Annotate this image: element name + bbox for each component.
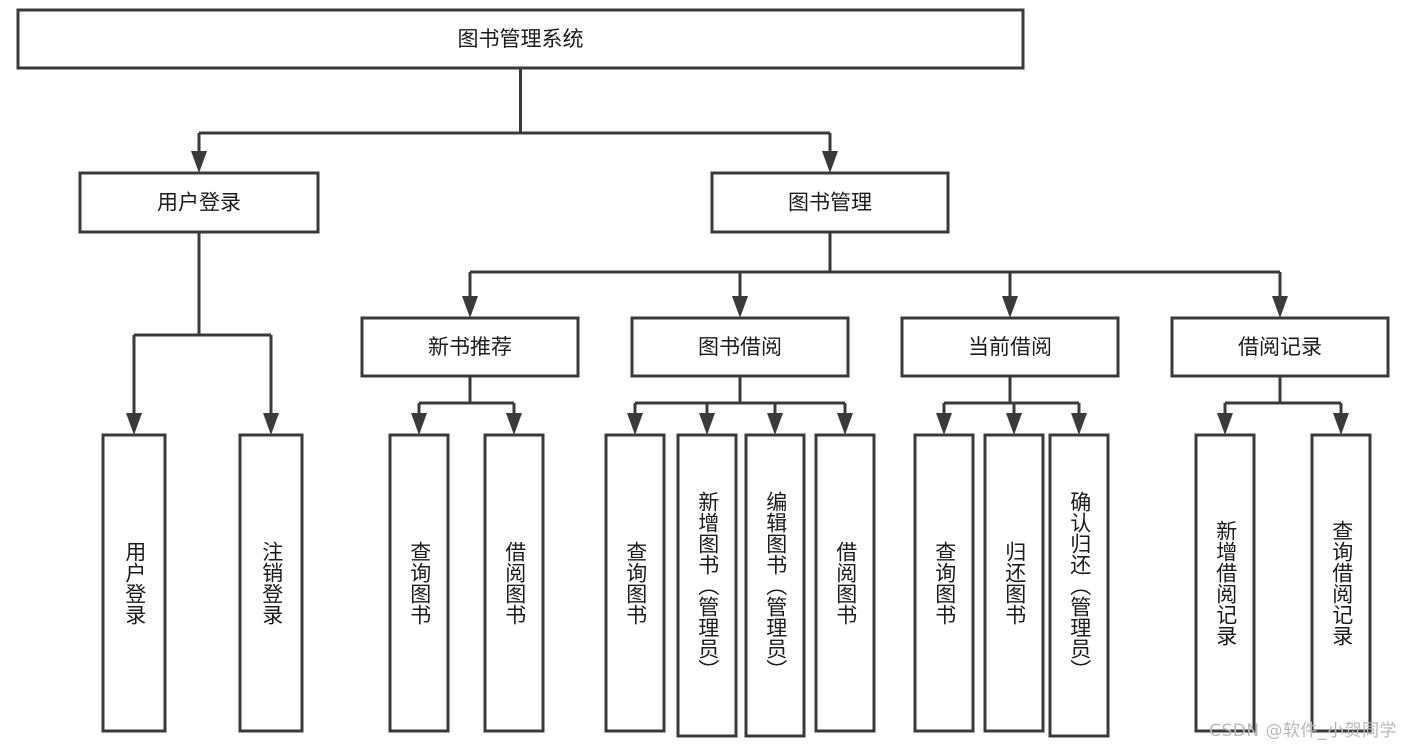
node-rect-leaf-borrow-book-rec[interactable] [483, 433, 545, 733]
edges-layer [126, 68, 1349, 435]
node-leaf-confirm-return[interactable] [1048, 433, 1110, 738]
node-leaf-user-login[interactable] [101, 433, 167, 733]
node-rect-book-manage[interactable] [710, 171, 950, 234]
edge-arrowhead [699, 413, 715, 435]
node-leaf-add-book[interactable] [676, 433, 738, 738]
edge-arrowhead [1333, 413, 1349, 435]
node-new-book-recommend[interactable]: 新书推荐 [360, 316, 580, 378]
edge-arrowhead [126, 413, 142, 435]
node-borrow-record[interactable]: 借阅记录 [1170, 316, 1390, 378]
node-rect-leaf-return-book[interactable] [983, 433, 1045, 733]
edge-arrowhead [263, 413, 279, 435]
edge-arrowhead [767, 413, 783, 435]
node-rect-leaf-user-login[interactable] [101, 433, 167, 733]
node-rect-current-borrow[interactable] [900, 316, 1120, 378]
edge-arrowhead [732, 296, 748, 318]
node-leaf-logout[interactable] [238, 433, 304, 733]
node-label-new-book-recommend: 新书推荐 [428, 335, 512, 359]
edge-arrowhead [1272, 296, 1288, 318]
node-leaf-add-record[interactable] [1194, 433, 1256, 733]
node-rect-leaf-borrow-book[interactable] [814, 433, 876, 733]
node-rect-borrow-record[interactable] [1170, 316, 1390, 378]
node-rect-leaf-query-book-current[interactable] [913, 433, 975, 733]
node-leaf-query-book-rec[interactable] [388, 433, 450, 733]
node-leaf-query-book-current[interactable] [913, 433, 975, 733]
node-label-book-manage: 图书管理 [788, 191, 872, 215]
node-rect-leaf-confirm-return[interactable] [1048, 433, 1110, 738]
node-current-borrow[interactable]: 当前借阅 [900, 316, 1120, 378]
node-leaf-query-record[interactable] [1310, 433, 1372, 733]
node-rect-leaf-query-record[interactable] [1310, 433, 1372, 733]
node-rect-leaf-add-record[interactable] [1194, 433, 1256, 733]
edge-arrowhead [506, 413, 522, 435]
node-label-user-login: 用户登录 [157, 191, 241, 215]
node-rect-new-book-recommend[interactable] [360, 316, 580, 378]
node-rect-root[interactable] [16, 8, 1025, 70]
node-user-login[interactable]: 用户登录 [78, 171, 320, 234]
node-rect-leaf-query-book-borrow[interactable] [604, 433, 666, 733]
node-rect-leaf-query-book-rec[interactable] [388, 433, 450, 733]
node-rect-leaf-edit-book[interactable] [744, 433, 806, 738]
edge-arrowhead [936, 413, 952, 435]
node-rect-user-login[interactable] [78, 171, 320, 234]
edge-arrowhead [1217, 413, 1233, 435]
node-leaf-borrow-book[interactable] [814, 433, 876, 733]
edge-arrowhead [462, 296, 478, 318]
edge-arrowhead [191, 151, 207, 173]
edge-arrowhead [1071, 413, 1087, 435]
node-rect-leaf-add-book[interactable] [676, 433, 738, 738]
edge-arrowhead [837, 413, 853, 435]
node-leaf-borrow-book-rec[interactable] [483, 433, 545, 733]
node-label-root: 图书管理系统 [458, 27, 584, 51]
node-rect-book-borrow[interactable] [630, 316, 850, 378]
node-book-borrow[interactable]: 图书借阅 [630, 316, 850, 378]
edge-arrowhead [627, 413, 643, 435]
node-label-borrow-record: 借阅记录 [1238, 335, 1322, 359]
node-label-book-borrow: 图书借阅 [698, 335, 782, 359]
node-rect-leaf-logout[interactable] [238, 433, 304, 733]
node-book-manage[interactable]: 图书管理 [710, 171, 950, 234]
node-leaf-return-book[interactable] [983, 433, 1045, 733]
edge-arrowhead [822, 151, 838, 173]
node-leaf-edit-book[interactable] [744, 433, 806, 738]
edge-arrowhead [1006, 413, 1022, 435]
node-label-current-borrow: 当前借阅 [968, 335, 1052, 359]
node-root-root[interactable]: 图书管理系统 [16, 8, 1025, 70]
edge-arrowhead [1002, 296, 1018, 318]
node-leaf-query-book-borrow[interactable] [604, 433, 666, 733]
edge-arrowhead [411, 413, 427, 435]
